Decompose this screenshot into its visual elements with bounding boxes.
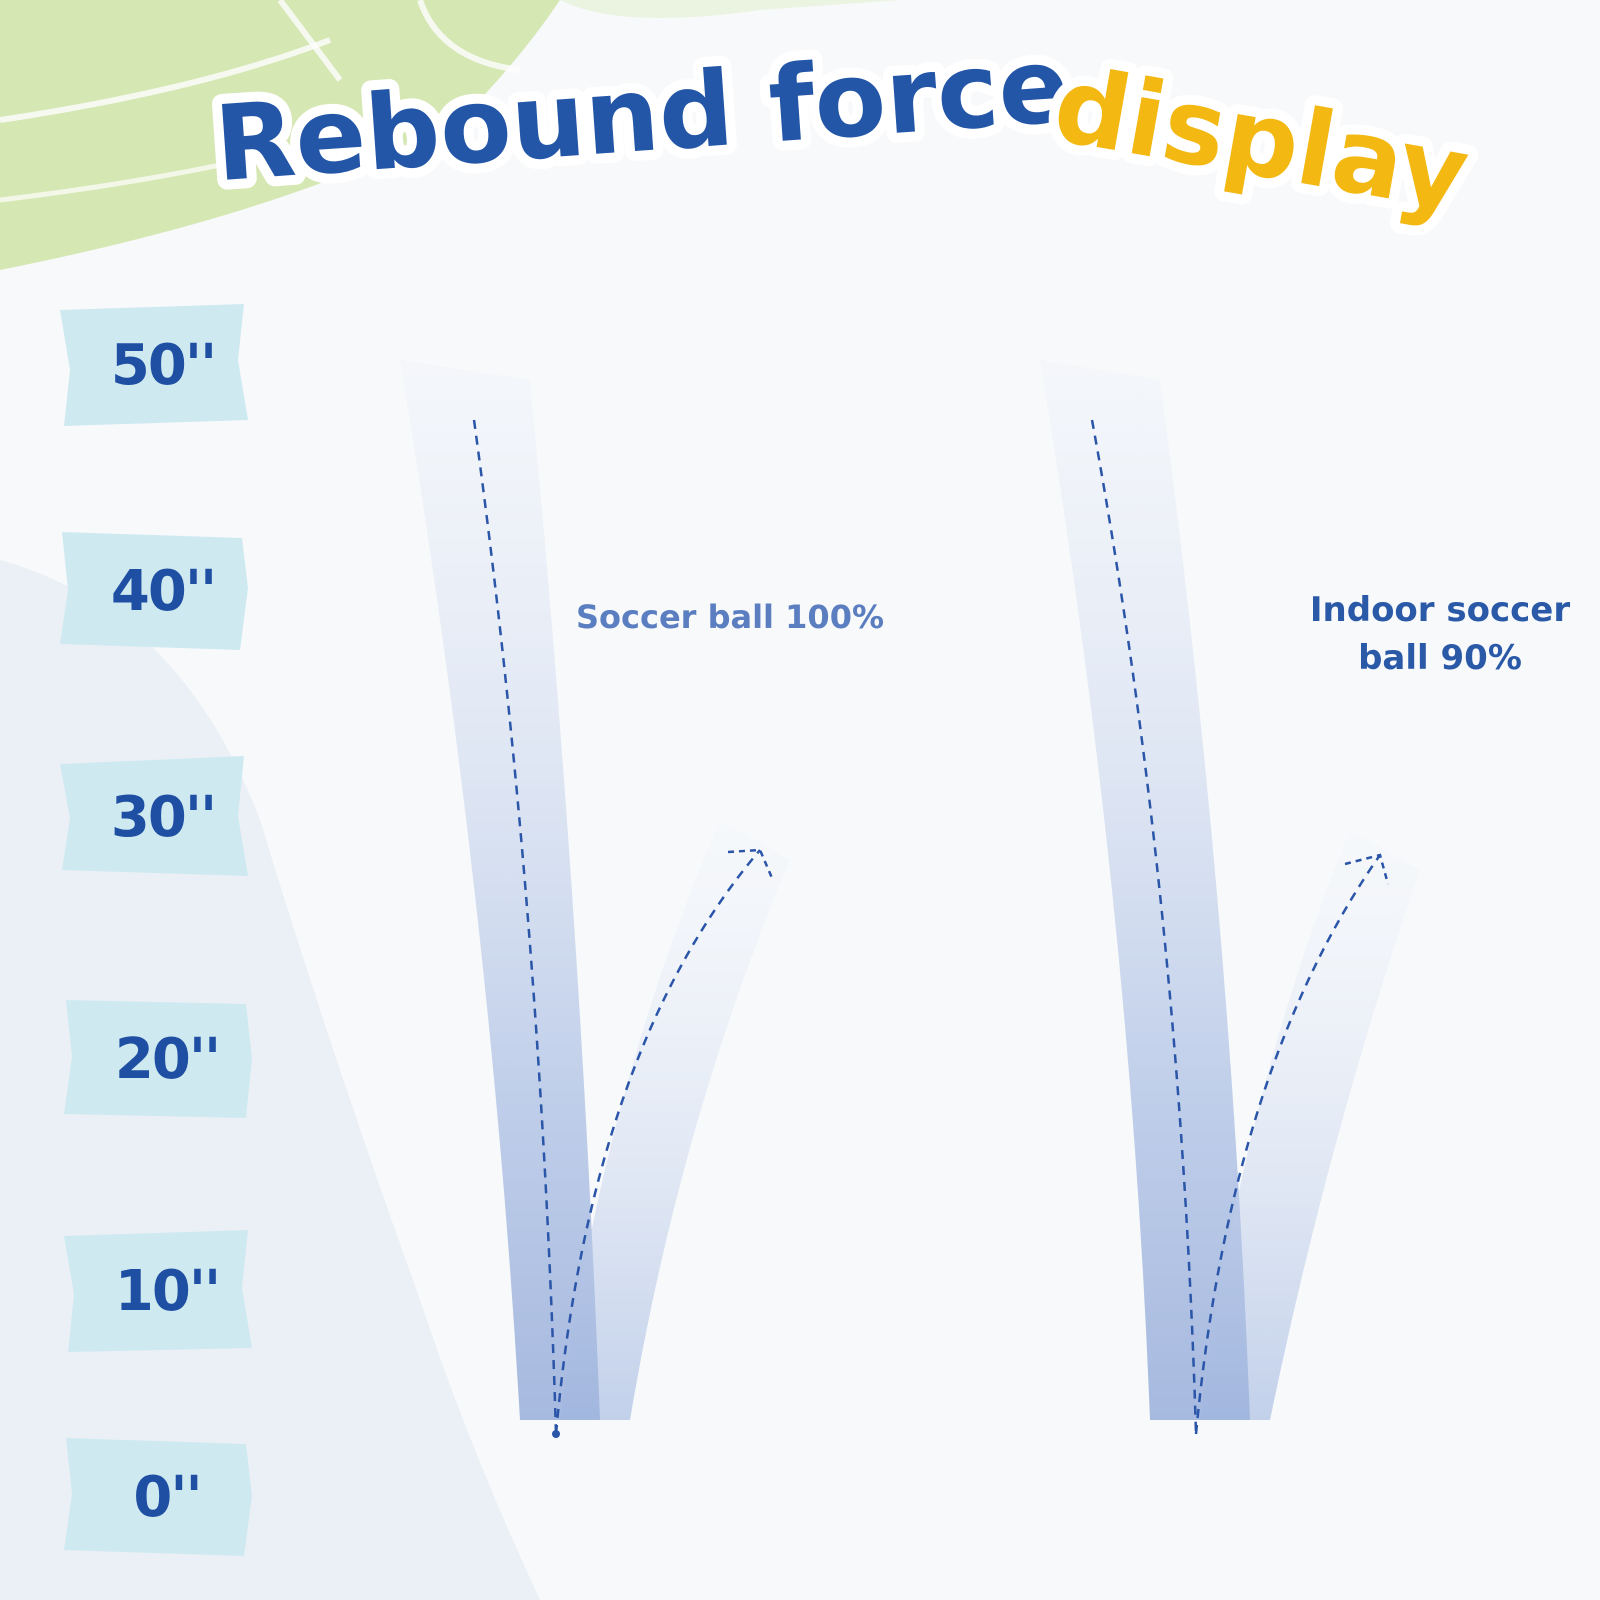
indoor-ball-caption-line2: ball 90% xyxy=(1358,638,1522,678)
indoor-ball-arrowhead xyxy=(1344,853,1390,885)
soccer-ball-caption: Soccer ball 100% xyxy=(575,598,885,636)
tick-label: 50'' xyxy=(110,332,217,398)
page-title: Rebound force Rebound force display disp… xyxy=(201,14,1487,246)
indoor-ball-caption: Indoor soccer ball 90% xyxy=(1290,586,1590,682)
soccer-ball-trail xyxy=(400,360,790,1420)
tick-0: 0'' xyxy=(62,1432,252,1562)
tick-label: 20'' xyxy=(114,1026,221,1092)
tick-50: 50'' xyxy=(58,300,248,430)
soccer-ball-drop-path xyxy=(472,419,558,1435)
indoor-ball-trail xyxy=(1040,360,1420,1420)
indoor-ball-rebound-path xyxy=(1194,854,1382,1435)
field-corner xyxy=(0,0,900,270)
tick-40: 40'' xyxy=(58,526,248,656)
soccer-ball-rebound-path xyxy=(554,849,761,1435)
indoor-ball-drop-path xyxy=(1090,419,1198,1435)
tick-label: 10'' xyxy=(114,1258,221,1324)
indoor-ball-caption-line1: Indoor soccer xyxy=(1309,590,1571,630)
tick-label: 30'' xyxy=(110,784,217,850)
tick-30: 30'' xyxy=(58,752,248,882)
tick-10: 10'' xyxy=(62,1226,252,1356)
tick-20: 20'' xyxy=(62,994,252,1124)
tick-label: 40'' xyxy=(110,558,217,624)
title-part2: display xyxy=(1046,43,1478,236)
tick-label: 0'' xyxy=(133,1464,202,1530)
title-part1: Rebound force xyxy=(211,24,1073,205)
